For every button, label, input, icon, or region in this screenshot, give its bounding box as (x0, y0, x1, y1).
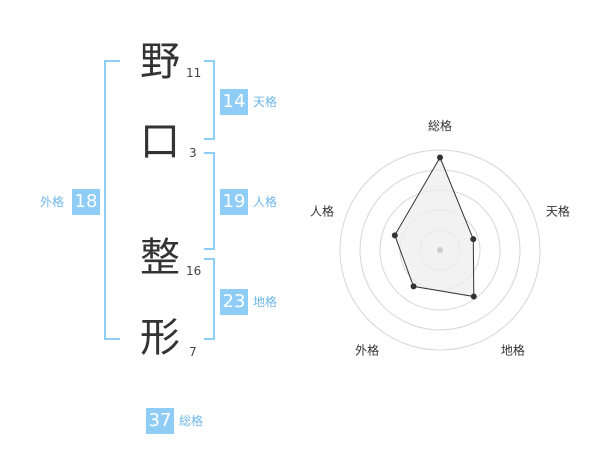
radar-center-dot (437, 247, 443, 253)
gaikaku-value-badge: 18 (72, 189, 100, 215)
name-char-3: 整 (140, 235, 180, 281)
gaikaku-bracket-bottom (104, 338, 120, 340)
tenkaku-label: 天格 (253, 95, 278, 109)
radar-points (391, 154, 477, 300)
soukaku-label: 総格 (179, 414, 204, 428)
radar-area (394, 156, 475, 298)
jinkaku-bracket-vertical (213, 152, 215, 250)
stroke-count-3: 16 (186, 264, 202, 278)
radar-point (470, 236, 477, 243)
name-char-2: 口 (140, 119, 180, 165)
radar-ring (339, 149, 541, 351)
jinkaku-value-badge: 19 (220, 189, 248, 215)
gaikaku-bracket-top (104, 60, 120, 62)
radar-point (410, 283, 417, 290)
radar-point (437, 154, 443, 161)
tenkaku-value-badge: 14 (220, 89, 248, 115)
stroke-count-2: 3 (189, 146, 197, 160)
chikaku-bracket-top (204, 258, 215, 260)
chikaku-bracket-bottom (204, 338, 215, 340)
chikaku-label: 地格 (253, 295, 278, 309)
tenkaku-bracket-vertical (213, 60, 215, 140)
tenkaku-bracket-top (204, 60, 215, 62)
axis-label-soukaku: 総格 (428, 118, 452, 133)
name-char-4: 形 (140, 315, 180, 361)
radar-point (470, 293, 477, 300)
axis-label-chikaku: 地格 (501, 342, 525, 357)
axis-label-tenkaku: 天格 (546, 204, 570, 219)
stroke-count-1: 11 (186, 66, 202, 80)
gaikaku-bracket-vertical (104, 60, 106, 340)
stroke-count-4: 7 (189, 345, 197, 359)
jinkaku-bracket-bottom (204, 248, 215, 250)
jinkaku-bracket-top (204, 152, 215, 154)
tenkaku-bracket-bottom (204, 138, 215, 140)
axis-label-jinkaku: 人格 (310, 204, 334, 219)
gaikaku-label: 外格 (40, 195, 65, 209)
chikaku-value-badge: 23 (220, 289, 248, 315)
jinkaku-label: 人格 (253, 195, 278, 209)
axis-label-gaikaku: 外格 (355, 342, 379, 357)
name-char-1: 野 (140, 39, 180, 85)
radar-point (391, 232, 398, 239)
chikaku-bracket-vertical (213, 258, 215, 340)
soukaku-value-badge: 37 (146, 408, 174, 434)
